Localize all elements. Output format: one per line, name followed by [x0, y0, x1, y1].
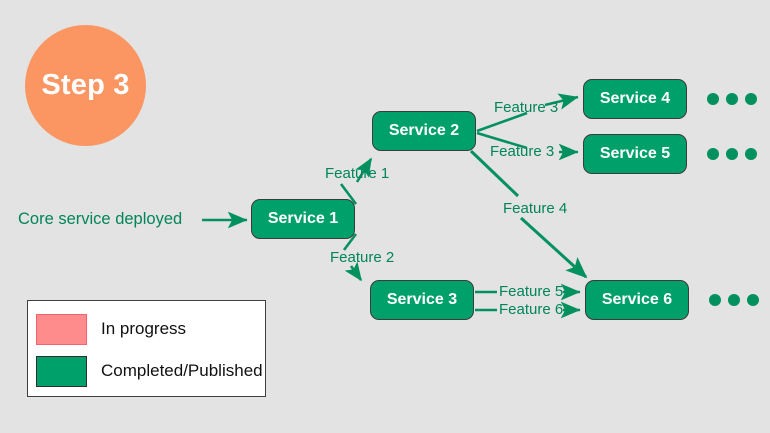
- dot-icon: [709, 294, 721, 306]
- node-service-2[interactable]: Service 2: [372, 111, 476, 151]
- edge-label-feature-5: Feature 5: [499, 283, 564, 300]
- node-service-4[interactable]: Service 4: [583, 79, 687, 119]
- edge-line-feature-2-to-service-3: [344, 261, 363, 282]
- dot-icon: [745, 93, 757, 105]
- dot-icon: [747, 294, 759, 306]
- legend-item-completed: Completed/Published: [36, 350, 265, 392]
- legend-item-in-progress: In progress: [36, 308, 265, 350]
- node-service-4-label: Service 4: [599, 90, 671, 107]
- legend-label-completed: Completed/Published: [101, 361, 263, 380]
- node-service-2-label: Service 2: [388, 122, 460, 139]
- continuation-dots-service-5: [707, 148, 757, 160]
- continuation-dots-service-4: [707, 93, 757, 105]
- node-service-3-label: Service 3: [386, 291, 458, 308]
- edge-label-feature-3-service-4: Feature 3: [494, 99, 559, 116]
- edge-line-feature-4-lower: [519, 216, 588, 279]
- node-service-5[interactable]: Service 5: [583, 134, 687, 174]
- node-service-6[interactable]: Service 6: [585, 280, 689, 320]
- continuation-dots-service-6: [709, 294, 759, 306]
- edge-label-feature-6: Feature 6: [499, 301, 564, 318]
- dot-icon: [707, 93, 719, 105]
- dot-icon: [707, 148, 719, 160]
- edge-label-feature-1: Feature 1: [325, 165, 390, 182]
- node-service-5-label: Service 5: [599, 145, 671, 162]
- entry-label-core-service-deployed: Core service deployed: [18, 210, 183, 228]
- legend-swatch-in-progress: [36, 313, 87, 345]
- legend-label-in-progress: In progress: [101, 319, 187, 338]
- node-service-6-label: Service 6: [601, 291, 673, 308]
- node-service-1[interactable]: Service 1: [251, 199, 355, 239]
- edge-label-feature-3-service-5: Feature 3: [490, 143, 555, 160]
- dot-icon: [726, 93, 738, 105]
- step-badge: Step 3: [25, 25, 146, 146]
- step-badge-label: Step 3: [41, 69, 130, 101]
- edge-label-feature-4: Feature 4: [503, 200, 568, 217]
- dot-icon: [726, 148, 738, 160]
- edge-label-feature-2: Feature 2: [330, 249, 395, 266]
- legend: In progress Completed/Published: [27, 300, 266, 397]
- node-service-3[interactable]: Service 3: [370, 280, 474, 320]
- node-service-1-label: Service 1: [267, 210, 339, 227]
- dot-icon: [728, 294, 740, 306]
- legend-swatch-completed: [36, 355, 87, 387]
- dot-icon: [745, 148, 757, 160]
